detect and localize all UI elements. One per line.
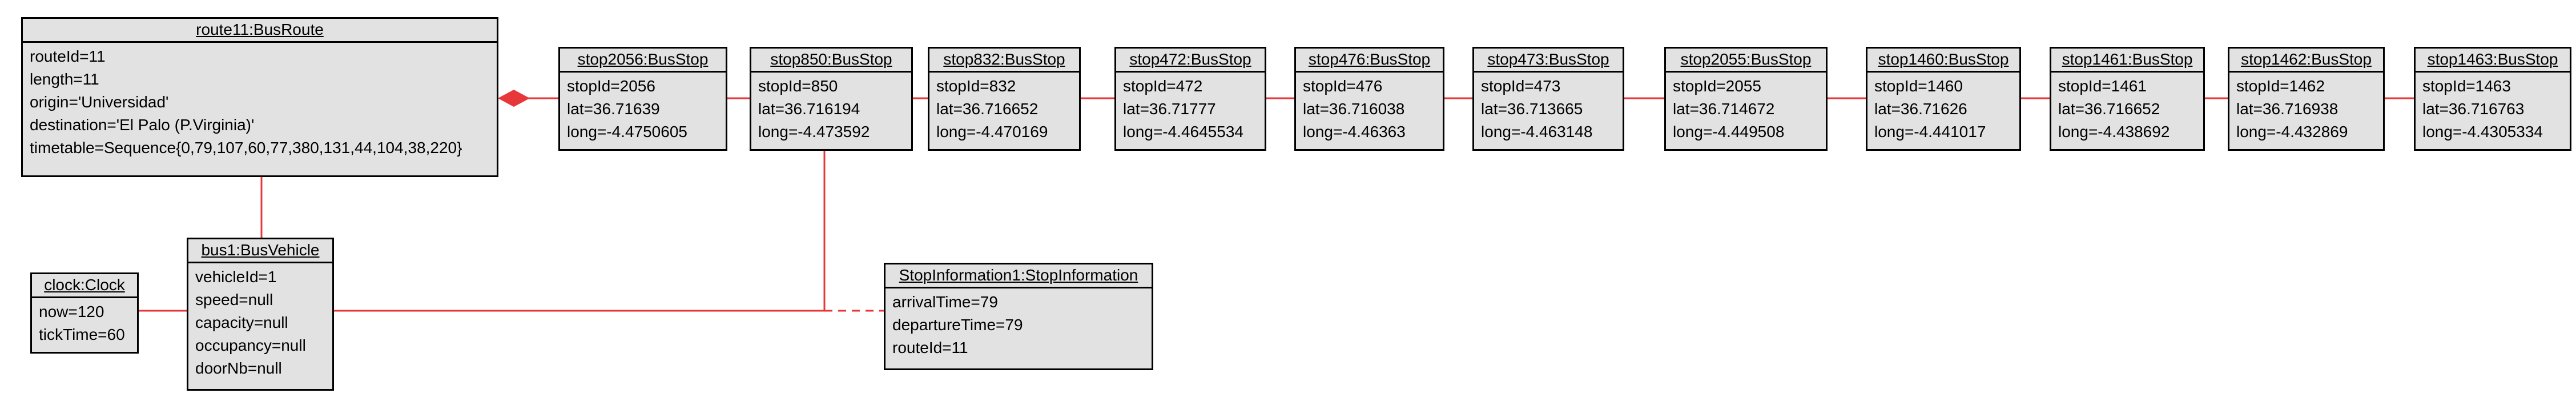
bus-stop-object[interactable]: stop2055:BusStop stopId=2055 lat=36.7146… (1664, 47, 1828, 151)
bus-stop-attributes: stopId=472 lat=36.71777 long=-4.4645534 (1116, 73, 1265, 143)
route-object[interactable]: route11:BusRoute routeId=11 length=11 or… (21, 17, 498, 177)
bus-stop-object[interactable]: stop832:BusStop stopId=832 lat=36.716652… (928, 47, 1081, 151)
bus-stop-title: stop473:BusStop (1474, 49, 1623, 73)
bus-stop-title: stop1462:BusStop (2229, 49, 2383, 73)
bus-stop-object[interactable]: stop1462:BusStop stopId=1462 lat=36.7169… (2228, 47, 2385, 151)
bus-vehicle-attribute: speed=null (195, 291, 273, 308)
bus-stop-attribute: long=-4.432869 (2236, 123, 2348, 141)
bus-vehicle-attribute: doorNb=null (195, 359, 282, 377)
bus-stop-attribute: long=-4.449508 (1673, 123, 1785, 141)
bus-stop-attribute: lat=36.714672 (1673, 100, 1775, 118)
stop-information-attribute: departureTime=79 (892, 316, 1023, 334)
clock-object-title: clock:Clock (32, 274, 137, 298)
bus-stop-attribute: stopId=1461 (2058, 77, 2147, 95)
bus-stop-attribute: long=-4.4750605 (567, 123, 687, 141)
bus-stop-attribute: long=-4.473592 (758, 123, 870, 141)
bus-stop-attribute: lat=36.716938 (2236, 100, 2338, 118)
bus-stop-attributes: stopId=473 lat=36.713665 long=-4.463148 (1474, 73, 1623, 143)
bus-stop-attribute: stopId=850 (758, 77, 838, 95)
bus-stop-attribute: lat=36.71639 (567, 100, 660, 118)
stop-information-attribute: routeId=11 (892, 339, 968, 356)
bus-vehicle-attribute: vehicleId=1 (195, 268, 277, 286)
route-attribute: timetable=Sequence{0,79,107,60,77,380,13… (30, 139, 462, 157)
bus-stop-title: stop476:BusStop (1296, 49, 1443, 73)
stop-information-object[interactable]: StopInformation1:StopInformation arrival… (884, 263, 1153, 370)
bus-stop-attribute: lat=36.71777 (1123, 100, 1216, 118)
route-attribute: routeId=11 (30, 47, 106, 65)
bus-stop-attribute: stopId=476 (1303, 77, 1383, 95)
bus-stop-title: stop472:BusStop (1116, 49, 1265, 73)
route-attributes: routeId=11 length=11 origin='Universidad… (23, 43, 497, 159)
route-attribute: origin='Universidad' (30, 93, 169, 111)
bus-stop-attributes: stopId=1460 lat=36.71626 long=-4.441017 (1867, 73, 2019, 143)
bus-stop-object[interactable]: stop850:BusStop stopId=850 lat=36.716194… (750, 47, 913, 151)
clock-object[interactable]: clock:Clock now=120 tickTime=60 (30, 272, 139, 354)
bus-stop-attribute: lat=36.716038 (1303, 100, 1405, 118)
bus-stop-attribute: stopId=2055 (1673, 77, 1761, 95)
bus-stop-attributes: stopId=1461 lat=36.716652 long=-4.438692 (2051, 73, 2203, 143)
bus-vehicle-attribute: capacity=null (195, 314, 288, 331)
stop-information-attribute: arrivalTime=79 (892, 293, 998, 311)
bus-vehicle-object[interactable]: bus1:BusVehicle vehicleId=1 speed=null c… (187, 238, 334, 391)
bus-stop-attribute: long=-4.4645534 (1123, 123, 1243, 141)
bus-stop-attributes: stopId=850 lat=36.716194 long=-4.473592 (751, 73, 911, 143)
bus-stop-title: stop2056:BusStop (560, 49, 726, 73)
bus-stop-attribute: long=-4.46363 (1303, 123, 1406, 141)
bus-stop-object[interactable]: stop473:BusStop stopId=473 lat=36.713665… (1472, 47, 1624, 151)
bus-stop-title: stop850:BusStop (751, 49, 911, 73)
bus-vehicle-object-title: bus1:BusVehicle (188, 239, 332, 263)
clock-attribute: tickTime=60 (39, 326, 125, 343)
bus-stop-attribute: lat=36.713665 (1481, 100, 1583, 118)
bus-stop-attribute: stopId=1460 (1874, 77, 1963, 95)
stop-information-object-title: StopInformation1:StopInformation (886, 264, 1152, 288)
bus-stop-attribute: stopId=2056 (567, 77, 655, 95)
route-attribute: destination='El Palo (P.Virginia)' (30, 116, 255, 134)
bus-stop-object[interactable]: stop1461:BusStop stopId=1461 lat=36.7166… (2050, 47, 2205, 151)
clock-attribute: now=120 (39, 303, 104, 320)
bus-stop-object[interactable]: stop1463:BusStop stopId=1463 lat=36.7167… (2414, 47, 2571, 151)
stop-information-attributes: arrivalTime=79 departureTime=79 routeId=… (886, 288, 1152, 359)
bus-stop-title: stop832:BusStop (929, 49, 1079, 73)
bus-stop-attribute: stopId=473 (1481, 77, 1561, 95)
bus-stop-attribute: long=-4.438692 (2058, 123, 2170, 141)
bus-stop-object[interactable]: stop472:BusStop stopId=472 lat=36.71777 … (1114, 47, 1266, 151)
bus-stop-attribute: long=-4.441017 (1874, 123, 1986, 141)
bus-stop-attribute: long=-4.4305334 (2422, 123, 2543, 141)
bus-stop-attribute: lat=36.716194 (758, 100, 860, 118)
bus-stop-attribute: lat=36.71626 (1874, 100, 1967, 118)
bus-stop-attributes: stopId=476 lat=36.716038 long=-4.46363 (1296, 73, 1443, 143)
bus-stop-attribute: stopId=1462 (2236, 77, 2325, 95)
bus-stop-attributes: stopId=2055 lat=36.714672 long=-4.449508 (1666, 73, 1826, 143)
bus-stop-attributes: stopId=1463 lat=36.716763 long=-4.430533… (2416, 73, 2570, 143)
bus-stop-attribute: stopId=1463 (2422, 77, 2511, 95)
bus-stop-title: stop1461:BusStop (2051, 49, 2203, 73)
bus-vehicle-attribute: occupancy=null (195, 336, 306, 354)
bus-stop-attribute: long=-4.470169 (936, 123, 1048, 141)
bus-stop-object[interactable]: stop476:BusStop stopId=476 lat=36.716038… (1294, 47, 1444, 151)
bus-vehicle-attributes: vehicleId=1 speed=null capacity=null occ… (188, 263, 332, 380)
bus-stop-attributes: stopId=2056 lat=36.71639 long=-4.4750605 (560, 73, 726, 143)
clock-attributes: now=120 tickTime=60 (32, 298, 137, 346)
bus-stop-attribute: lat=36.716652 (936, 100, 1039, 118)
bus-stop-title: stop1460:BusStop (1867, 49, 2019, 73)
bus-stop-attribute: lat=36.716652 (2058, 100, 2160, 118)
bus-stop-object[interactable]: stop1460:BusStop stopId=1460 lat=36.7162… (1866, 47, 2021, 151)
bus-stop-object[interactable]: stop2056:BusStop stopId=2056 lat=36.7163… (558, 47, 727, 151)
route-attribute: length=11 (30, 70, 99, 88)
bus-stop-attribute: lat=36.716763 (2422, 100, 2525, 118)
bus-stop-attribute: long=-4.463148 (1481, 123, 1593, 141)
bus-stop-attributes: stopId=832 lat=36.716652 long=-4.470169 (929, 73, 1079, 143)
bus-stop-attributes: stopId=1462 lat=36.716938 long=-4.432869 (2229, 73, 2383, 143)
bus-stop-title: stop1463:BusStop (2416, 49, 2570, 73)
route-object-title: route11:BusRoute (23, 19, 497, 43)
bus-stop-attribute: stopId=832 (936, 77, 1016, 95)
bus-stop-attribute: stopId=472 (1123, 77, 1203, 95)
composition-diamond (498, 90, 530, 107)
bus-stop-title: stop2055:BusStop (1666, 49, 1826, 73)
